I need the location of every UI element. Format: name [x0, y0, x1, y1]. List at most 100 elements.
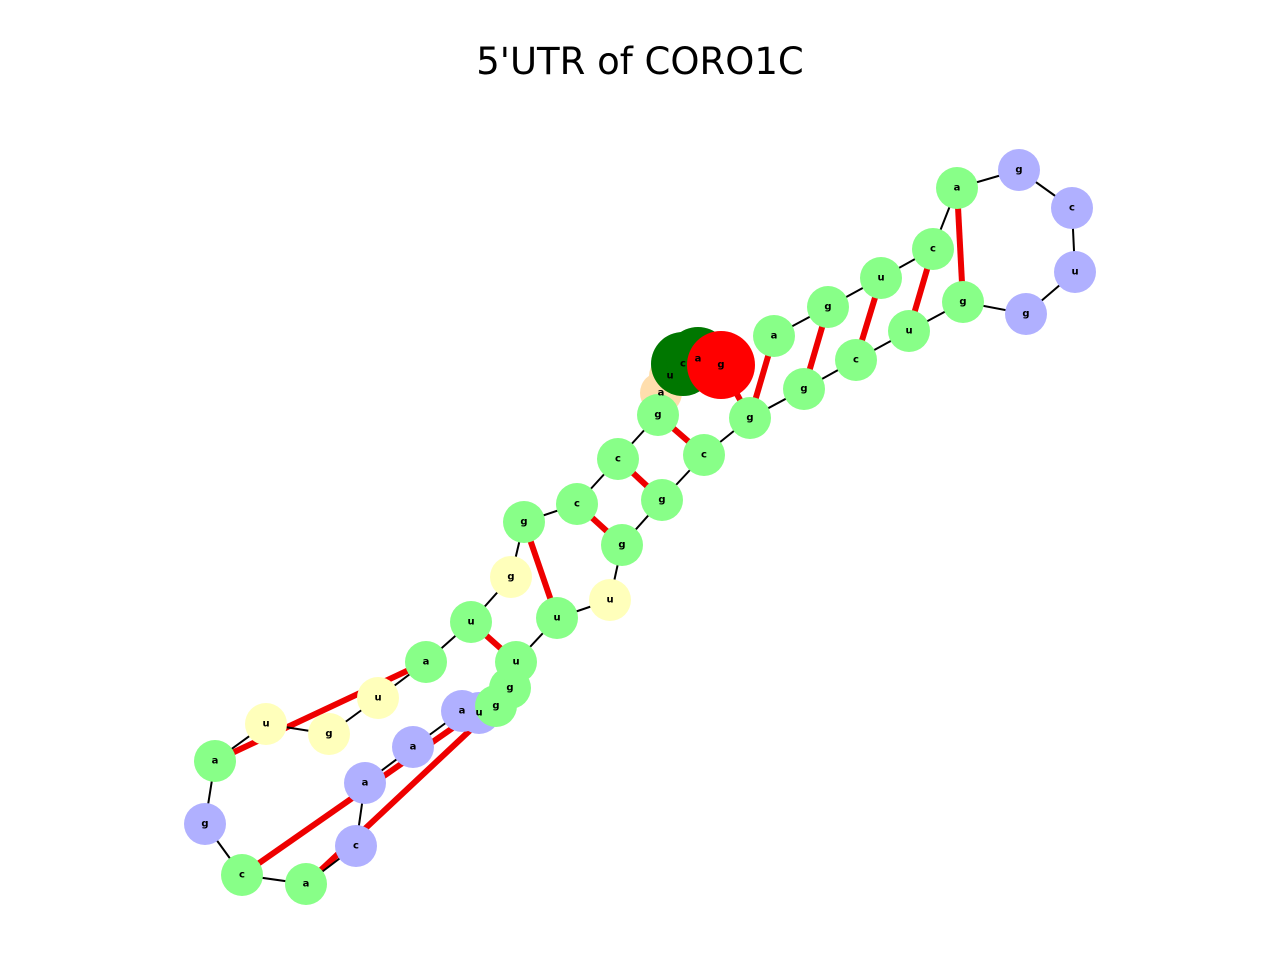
nucleotide-circle	[753, 315, 795, 357]
nucleotide-node	[936, 167, 978, 209]
nucleotide-label: g	[959, 297, 966, 308]
nucleotide-label: g	[654, 410, 661, 421]
nucleotide-node	[405, 641, 447, 683]
nucleotide-label: a	[303, 879, 310, 890]
nucleotide-label: u	[606, 595, 613, 606]
nucleotide-node	[245, 703, 287, 745]
nucleotide-node	[1051, 187, 1093, 229]
nucleotide-label: a	[695, 354, 702, 365]
nucleotide-node	[285, 863, 327, 905]
nucleotide-circle	[405, 641, 447, 683]
nucleotide-node	[641, 479, 683, 521]
nucleotide-circle	[601, 524, 643, 566]
nucleotide-label: a	[771, 331, 778, 342]
nucleotide-circle	[888, 310, 930, 352]
nucleotide-node	[888, 310, 930, 352]
nucleotide-label: g	[824, 302, 831, 313]
nucleotide-circle	[495, 641, 537, 683]
nucleotide-node	[308, 713, 350, 755]
nucleotide-label: u	[877, 273, 884, 284]
nucleotide-node	[450, 601, 492, 643]
nucleotide-label: g	[507, 572, 514, 583]
nucleotide-circle	[687, 331, 755, 399]
nucleotide-node	[344, 762, 386, 804]
nucleotide-node	[835, 339, 877, 381]
nucleotide-node	[860, 257, 902, 299]
nucleotide-node	[357, 677, 399, 719]
nucleotide-node	[912, 228, 954, 270]
nucleotide-node	[998, 149, 1040, 191]
nucleotide-node	[1005, 293, 1047, 335]
nucleotide-node	[683, 434, 725, 476]
nucleotide-node	[194, 740, 236, 782]
nucleotide-node	[490, 556, 532, 598]
nucleotide-node	[503, 501, 545, 543]
nucleotide-label: c	[930, 244, 936, 255]
nucleotide-label: u	[905, 326, 912, 337]
nucleotide-circle	[597, 438, 639, 480]
base-pair-bonds	[213, 187, 966, 887]
nucleotide-node	[184, 803, 226, 845]
nucleotide-node	[597, 438, 639, 480]
nucleotide-label: a	[410, 742, 417, 753]
nucleotide-node	[783, 368, 825, 410]
nucleotide-circle	[536, 597, 578, 639]
nucleotide-circle	[245, 703, 287, 745]
nucleotide-circle	[490, 556, 532, 598]
nucleotide-label: c	[353, 841, 359, 852]
diagram-title: 5'UTR of CORO1C	[476, 40, 804, 83]
nucleotide-circle	[392, 726, 434, 768]
nucleotide-circle	[860, 257, 902, 299]
nucleotide-node	[807, 286, 849, 328]
nucleotide-label: u	[553, 613, 560, 624]
nucleotide-label: a	[459, 706, 466, 717]
nucleotide-label: u	[512, 657, 519, 668]
nucleotide-node	[392, 726, 434, 768]
nucleotide-node	[601, 524, 643, 566]
nucleotide-circle	[783, 368, 825, 410]
nucleotide-label: u	[262, 719, 269, 730]
nucleotide-circle	[450, 601, 492, 643]
nucleotide-label: g	[520, 517, 527, 528]
nucleotide-circle	[729, 397, 771, 439]
nucleotide-circle	[335, 825, 377, 867]
nucleotide-circle	[683, 434, 725, 476]
nucleotide-circle	[1005, 293, 1047, 335]
nucleotide-circle	[912, 228, 954, 270]
nucleotide-label: u	[475, 708, 482, 719]
nucleotide-label: a	[212, 756, 219, 767]
nucleotide-node	[221, 854, 263, 896]
nucleotide-node	[753, 315, 795, 357]
nucleotide-label: u	[374, 693, 381, 704]
nucleotide-label: c	[680, 359, 686, 370]
nucleotide-circle	[194, 740, 236, 782]
nucleotide-label: g	[658, 495, 665, 506]
nucleotide-node	[1054, 251, 1096, 293]
nucleotide-label: a	[423, 657, 430, 668]
base-pair-bond	[213, 659, 428, 764]
nucleotide-label: g	[1015, 165, 1022, 176]
nucleotide-circle	[184, 803, 226, 845]
nucleotide-label: c	[853, 355, 859, 366]
nucleotide-label: u	[1071, 267, 1078, 278]
nucleotide-circle	[637, 394, 679, 436]
backbone-links	[204, 169, 1076, 885]
nucleotide-label: g	[1022, 309, 1029, 320]
nucleotide-node	[556, 483, 598, 525]
nucleotide-label: g	[325, 729, 332, 740]
nucleotide-label: a	[658, 388, 665, 399]
nucleotide-label: g	[492, 701, 499, 712]
nucleotide-circle	[503, 501, 545, 543]
nucleotide-label: c	[615, 454, 621, 465]
nucleotide-label: g	[506, 683, 513, 694]
nucleotide-circle	[936, 167, 978, 209]
nucleotide-circle	[589, 579, 631, 621]
nucleotide-node	[589, 579, 631, 621]
nucleotide-node	[729, 397, 771, 439]
nucleotide-label: g	[717, 360, 724, 371]
nucleotide-label: g	[746, 413, 753, 424]
nucleotide-circle	[344, 762, 386, 804]
nucleotide-circle	[285, 863, 327, 905]
